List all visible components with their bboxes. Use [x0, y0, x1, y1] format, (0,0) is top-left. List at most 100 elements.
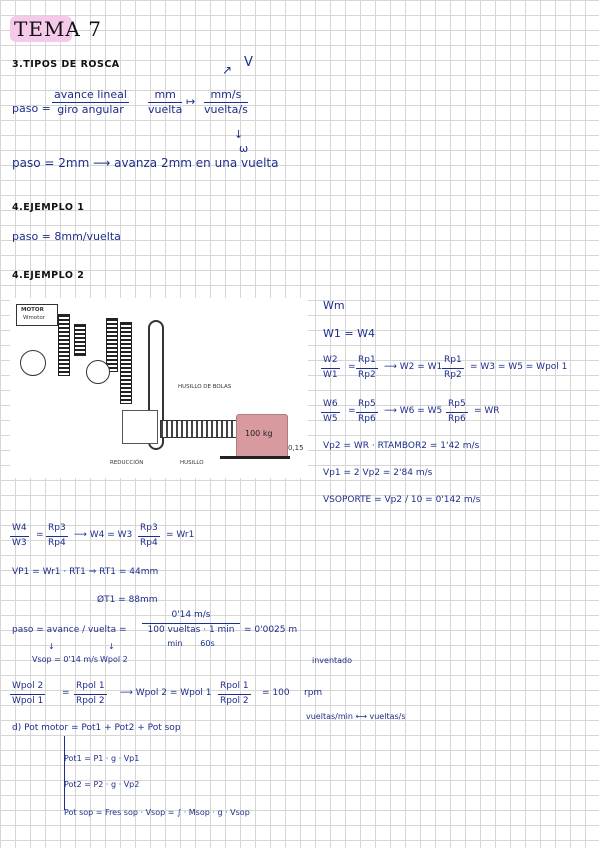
mechanism-diagram: MOTOR Wmotor HUSILLO DE BOLAS 100 kg 0,1…	[10, 298, 308, 478]
paso-big-fraction-den: 100 vueltas · 1 min	[147, 625, 235, 635]
lower-eq1-frac2-den: Rp4	[48, 538, 66, 548]
load-label: 100 kg	[245, 429, 273, 438]
lower-eq1-frac2-num: Rp3	[46, 522, 68, 537]
lower-eq3-frac1-num: Wpol 2	[10, 680, 46, 695]
eq4-frac1-den: W5	[323, 414, 338, 424]
paso-fraction-den: giro angular	[57, 103, 124, 116]
unit-fraction-den: vuelta	[148, 103, 183, 116]
lower-eq3-frac2: Rpol 1 Rpol 2	[74, 680, 107, 708]
lower-eq3-frac2-den: Rpol 2	[76, 696, 105, 706]
gear-2	[74, 324, 86, 356]
motor-box: MOTOR Wmotor	[16, 304, 58, 326]
diameter-line: ØT1 = 88mm	[97, 595, 158, 605]
pot2-line: Pot2 = P2 · g · Vp2	[64, 780, 140, 789]
pulley-mid	[86, 360, 110, 384]
page-title: TEMA 7	[14, 17, 102, 41]
lower-eq1-frac1-den: W3	[12, 538, 27, 548]
eq4-frac3: Rp5 Rp6	[446, 398, 468, 426]
vsoporte-line: VSOPORTE = Vp2 / 10 = 0'142 m/s	[323, 495, 481, 505]
lower-eq3-equals: =	[62, 688, 70, 698]
maps-to-arrow-icon: ↦	[186, 95, 196, 108]
eq4-frac2-den: Rp6	[358, 414, 376, 424]
lower-eq1-rest-b: = Wr1	[166, 530, 195, 540]
unit-fraction: mm vuelta	[148, 88, 183, 116]
sub-arrow-a-icon: ↓	[48, 642, 55, 651]
eq3-frac1-num: W2	[321, 354, 340, 369]
example-line: paso = 2mm ⟶ avanza 2mm en una vuelta	[12, 156, 279, 170]
gear-4	[120, 322, 132, 404]
load-block: 100 kg	[236, 414, 288, 458]
gear-1	[58, 314, 70, 376]
bracket-line	[64, 736, 65, 810]
paso-big-fraction-num: 0'14 m/s	[142, 609, 240, 624]
eq3-frac1: W2 W1	[321, 354, 340, 382]
section-heading-ejemplo2: 4.EJEMPLO 2	[12, 270, 85, 281]
lower-eq1-frac2: Rp3 Rp4	[46, 522, 68, 550]
gear-3	[106, 318, 118, 372]
eq4-frac2: Rp5 Rp6	[356, 398, 378, 426]
ball-screw	[160, 420, 238, 438]
eq4-equals: =	[348, 406, 356, 416]
eq3-frac2-den: Rp2	[358, 370, 376, 380]
bottom-left-label: REDUCCIÓN	[110, 460, 144, 466]
lower-eq1-rest-a: ⟶ W4 = W3	[74, 530, 133, 540]
wpol2-sub: Wpol 2	[100, 655, 128, 664]
lower-eq3-rest-a: ⟶ Wpol 2 = Wpol 1	[120, 688, 212, 698]
paso-result: = 0'0025 m	[244, 625, 298, 635]
lower-eq3-frac1: Wpol 2 Wpol 1	[10, 680, 46, 708]
section-heading-ejemplo1: 4.EJEMPLO 1	[12, 202, 85, 213]
motor-label: MOTOR	[21, 307, 44, 313]
screw-label: HUSILLO DE BOLAS	[178, 384, 232, 390]
conv-fraction: mm/s vuelta/s	[204, 88, 248, 116]
eq3-rest-a: ⟶ W2 = W1	[384, 362, 443, 372]
dimension-label: 0,15	[288, 444, 304, 452]
eq4-frac3-num: Rp5	[446, 398, 468, 413]
lower-eq1-equals: =	[36, 530, 44, 540]
eq3-equals: =	[348, 362, 356, 372]
paso-den-b: min	[167, 639, 183, 648]
paso-den-c: 1 min	[208, 625, 235, 635]
eq3-frac3-num: Rp1	[442, 354, 464, 369]
lower-eq3-frac3: Rpol 1 Rpol 2	[218, 680, 251, 708]
lower-eq3-rest-b: = 100	[262, 688, 290, 698]
eq3-frac3-den: Rp2	[444, 370, 462, 380]
eq4-rest-a: ⟶ W6 = W5	[384, 406, 443, 416]
w-label: ω	[239, 142, 249, 155]
v-label: V	[244, 55, 253, 70]
eq4-rest-b: = WR	[474, 406, 500, 416]
eq4-frac3-den: Rp6	[448, 414, 466, 424]
eq3-frac2-num: Rp1	[356, 354, 378, 369]
w1-equals-w4-line: W1 = W4	[323, 327, 375, 340]
lower-eq1-frac3-num: Rp3	[138, 522, 160, 537]
paso-den-d: 60s	[200, 639, 215, 648]
title-highlight	[10, 16, 72, 42]
lower-eq1-frac1-num: W4	[10, 522, 29, 537]
eq3-frac3: Rp1 Rp2	[442, 354, 464, 382]
section-heading-tipos: 3.TIPOS DE ROSCA	[12, 59, 120, 70]
paso-den-a: 100 vueltas	[147, 625, 201, 635]
lower-eq1-frac3: Rp3 Rp4	[138, 522, 160, 550]
pulley-left	[20, 350, 46, 376]
lower-eq1-frac1: W4 W3	[10, 522, 29, 550]
inventado-note: inventado	[312, 656, 353, 665]
eq4-frac1-num: W6	[321, 398, 340, 413]
conv-fraction-num: mm/s	[204, 88, 248, 103]
floor-line	[220, 456, 290, 459]
pot1-line: Pot1 = P1 · g · Vp1	[64, 754, 140, 763]
potsop-line: Pot sop = Fres sop · Vsop = ∫ · Msop · g…	[64, 808, 250, 817]
bottom-right-label: HUSILLO	[180, 460, 204, 466]
up-arrow-icon: ↗	[222, 63, 233, 77]
paso-fraction-num: avance lineal	[52, 88, 129, 103]
paso-fraction: avance lineal giro angular	[52, 88, 129, 116]
eq3-frac2: Rp1 Rp2	[356, 354, 378, 382]
vsop-sub: Vsop = 0'14 m/s	[32, 655, 99, 664]
down-arrow-icon: ↓	[234, 128, 244, 141]
eq4-frac1: W6 W5	[321, 398, 340, 426]
sub-arrow-b-icon: ↓	[108, 642, 115, 651]
vp2-line: Vp2 = WR · RTAMBOR2 = 1'42 m/s	[323, 441, 480, 451]
eq3-rest-b: = W3 = W5 = Wpol 1	[470, 362, 568, 372]
paso-label: paso =	[12, 102, 51, 115]
motor-sub-label: Wmotor	[23, 315, 45, 321]
lower-eq3-frac1-den: Wpol 1	[12, 696, 44, 706]
unit-fraction-num: mm	[148, 88, 183, 103]
